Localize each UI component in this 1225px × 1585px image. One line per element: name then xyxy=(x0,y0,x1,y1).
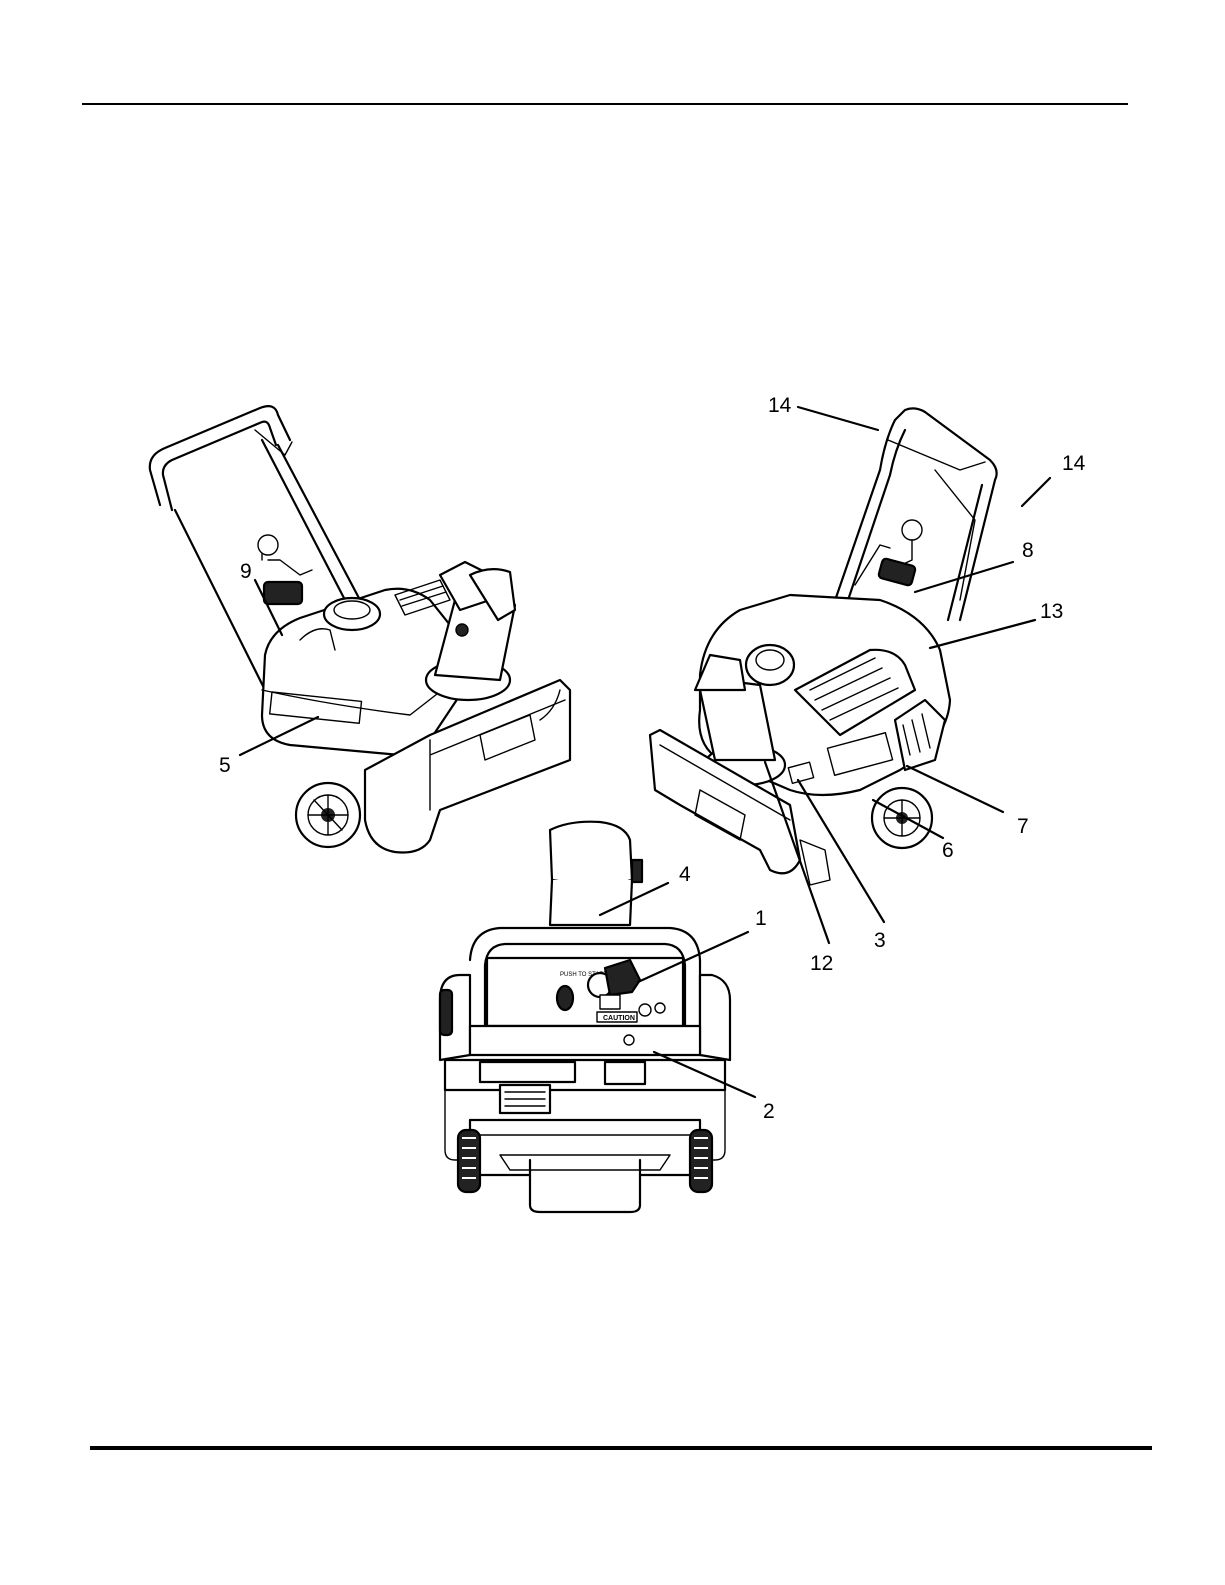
footer-rule xyxy=(90,1446,1152,1450)
callout-9: 9 xyxy=(240,560,252,583)
callout-6: 6 xyxy=(942,839,954,862)
callout-14a: 14 xyxy=(768,394,792,417)
caution-text: CAUTION xyxy=(603,1015,635,1022)
callout-4: 4 xyxy=(679,863,691,886)
leader-3 xyxy=(798,780,884,922)
left-view-snow-thrower xyxy=(150,406,570,852)
callout-7: 7 xyxy=(1017,815,1029,838)
callout-14b: 14 xyxy=(1062,452,1086,475)
callout-3: 3 xyxy=(874,929,886,952)
callout-5: 5 xyxy=(219,754,231,777)
leader-8 xyxy=(915,562,1013,592)
right-view-snow-thrower xyxy=(650,408,997,885)
callout-2: 2 xyxy=(763,1100,775,1123)
leader-13 xyxy=(930,620,1035,648)
callout-13: 13 xyxy=(1040,600,1063,623)
callout-1: 1 xyxy=(755,907,767,930)
leader-14a xyxy=(798,407,878,430)
callout-8: 8 xyxy=(1022,539,1034,562)
leader-14b xyxy=(1022,478,1050,506)
callout-12: 12 xyxy=(810,952,833,975)
